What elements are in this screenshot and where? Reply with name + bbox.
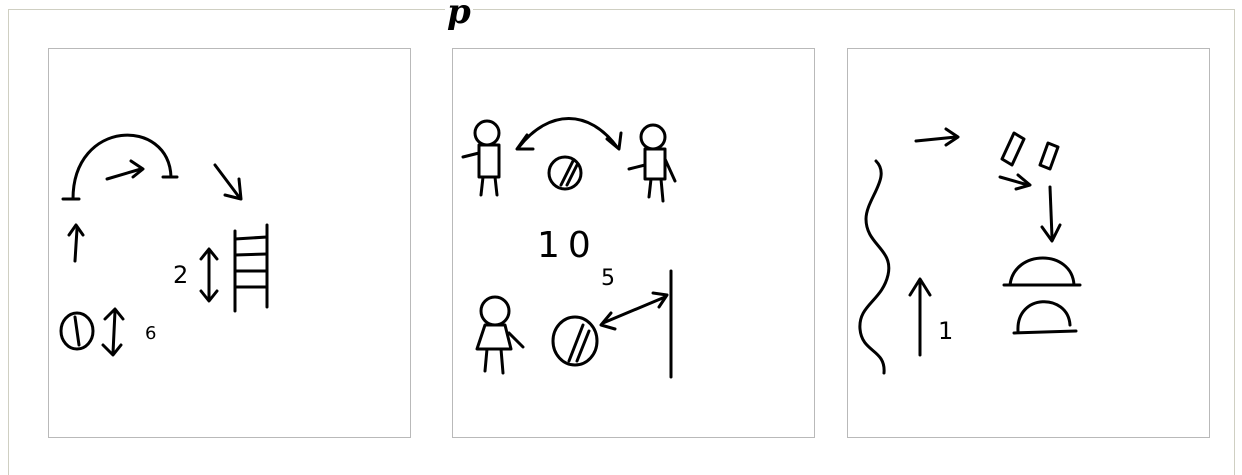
child-bottom-leg-2 — [499, 347, 505, 375]
ball-top-stripe-2 — [565, 163, 579, 187]
height-double-arrow-top — [199, 247, 219, 261]
bounce-double-arrow-bottom — [101, 343, 123, 357]
child-left-leg-1 — [479, 175, 485, 197]
bounce-double-arrow-top — [103, 307, 125, 321]
jump-arc — [71, 133, 173, 201]
down-arrow — [213, 163, 241, 199]
content-frame: p — [8, 0, 1235, 475]
child-right-leg-2 — [659, 177, 665, 203]
child-bottom-leg-1 — [483, 347, 489, 373]
distance-number: 5 — [601, 266, 615, 291]
throw-arc-left-head — [515, 133, 535, 151]
right-arrow-head — [944, 127, 960, 147]
up-arrow-head — [908, 277, 932, 297]
ball-bottom — [551, 315, 599, 367]
block-2 — [1038, 141, 1060, 171]
sketch-panel-2: 10 5 — [452, 48, 815, 438]
height-number: 2 — [173, 261, 188, 289]
small-right-arrow — [998, 175, 1030, 187]
child-bottom-head — [479, 295, 511, 327]
ladder-rung-2 — [233, 252, 269, 257]
child-bottom-body — [475, 323, 513, 351]
arch-1 — [1008, 256, 1076, 287]
child-left-leg-2 — [493, 175, 499, 197]
arc-inner-arrow — [105, 167, 143, 181]
arc-inner-arrowhead — [129, 159, 145, 179]
sketch-panel-2-drawing: 10 5 — [461, 117, 677, 379]
throw-arc — [517, 117, 619, 149]
bounce-number: 6 — [145, 323, 156, 344]
count-number: 10 — [537, 225, 599, 266]
wavy-line — [858, 159, 891, 375]
down-arrow-head — [223, 177, 243, 201]
ball-top-stripe — [559, 159, 575, 187]
distance-double-arrow-right — [651, 291, 669, 309]
child-right-arm — [627, 163, 647, 171]
child-bottom-arm — [507, 331, 525, 349]
ball — [59, 311, 95, 351]
ball-bottom-stripe — [567, 323, 585, 363]
right-arrow — [914, 135, 958, 143]
child-right-arm-2 — [663, 157, 677, 183]
sketch-panel-3-drawing: 1 — [858, 127, 1082, 375]
throw-arc-right-head — [605, 131, 623, 151]
child-left-body — [477, 143, 501, 179]
up-arrow-head — [67, 223, 85, 237]
sketch-panel-3: 1 — [847, 48, 1210, 438]
distance-double-arrow — [601, 295, 667, 325]
ball-bottom-stripe-2 — [575, 329, 591, 363]
step-number: 1 — [938, 317, 953, 345]
sketch-panel-1-drawing: 2 6 — [59, 133, 269, 357]
arch-2-base — [1012, 329, 1078, 335]
child-right-body — [643, 147, 667, 181]
child-right-leg-1 — [647, 177, 653, 199]
ladder-rung-1 — [233, 235, 269, 241]
child-right-head — [639, 123, 667, 151]
down-arrow-head — [1040, 223, 1062, 243]
page-title-fragment: p — [445, 0, 473, 29]
ball-top — [547, 155, 583, 191]
small-right-arrow-head — [1014, 173, 1032, 191]
bounce-double-arrow — [111, 309, 117, 355]
arch-2 — [1016, 300, 1072, 333]
ball-stripe — [73, 315, 81, 347]
block-1 — [1000, 131, 1026, 167]
distance-double-arrow-left — [599, 311, 617, 331]
up-arrow — [73, 227, 79, 263]
height-double-arrow-bottom — [199, 289, 219, 303]
child-left-arm — [461, 151, 481, 159]
child-left-head — [473, 119, 501, 147]
sketch-panel-1: 2 6 — [48, 48, 411, 438]
down-arrow — [1048, 185, 1054, 239]
